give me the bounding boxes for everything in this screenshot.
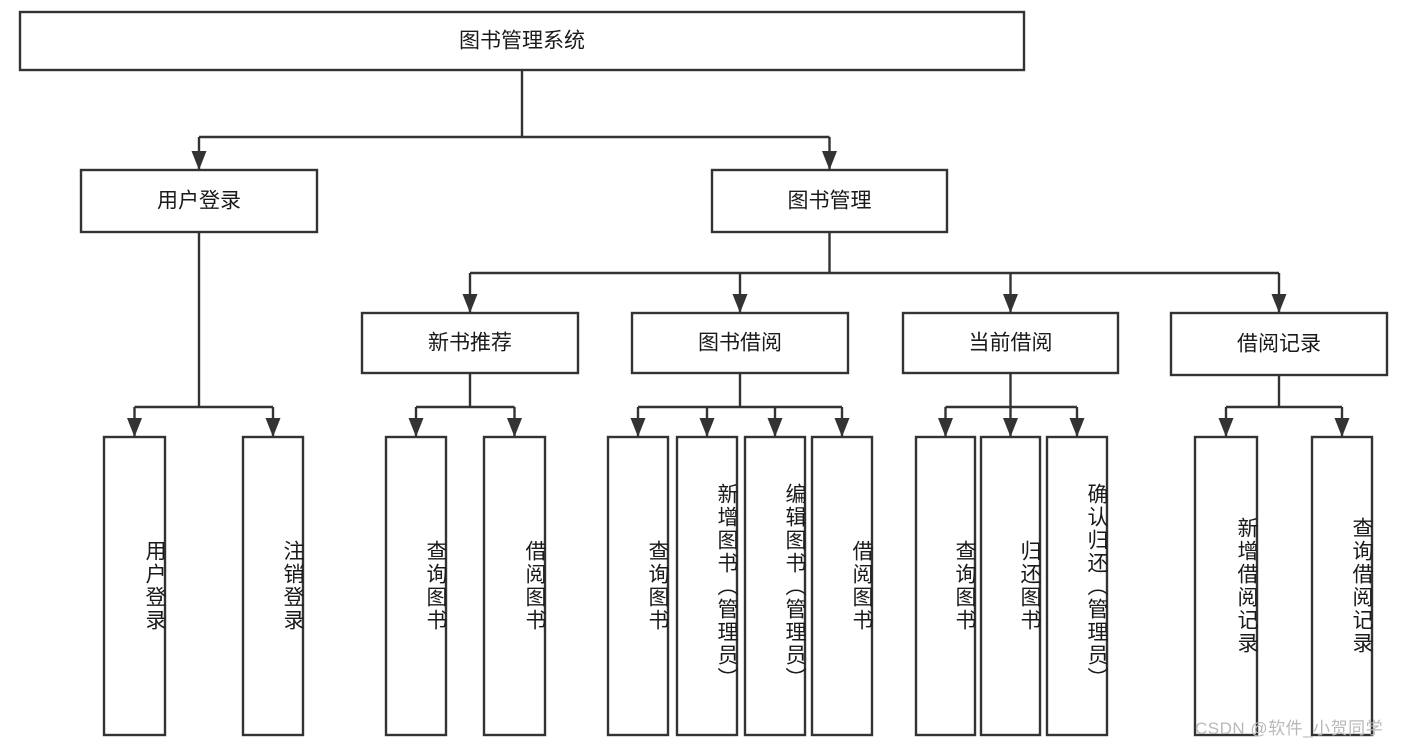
arrow-head-borrow-record bbox=[1271, 294, 1287, 313]
node-box-book-borrow[interactable] bbox=[630, 311, 850, 375]
node-box-leaf-query-book-recommend[interactable] bbox=[384, 435, 448, 737]
node-box-leaf-borrow-book[interactable] bbox=[810, 435, 874, 737]
node-box-leaf-add-borrow-record[interactable] bbox=[1193, 435, 1259, 737]
node-box-leaf-confirm-return-admin[interactable] bbox=[1045, 435, 1109, 737]
node-book-management[interactable]: 图书管理 bbox=[710, 168, 949, 234]
node-box-leaf-query-borrow-record[interactable] bbox=[1310, 435, 1374, 737]
node-book-borrow[interactable]: 图书借阅 bbox=[630, 311, 850, 375]
arrow-head-leaf-edit-book-admin bbox=[767, 418, 783, 437]
arrow-head-book-management bbox=[822, 151, 837, 170]
arrow-head-leaf-query-borrow-record bbox=[1334, 418, 1350, 437]
arrow-head-leaf-query-book-current bbox=[938, 418, 953, 437]
node-leaf-query-book-current[interactable] bbox=[914, 435, 977, 737]
node-label-book-management: 图书管理 bbox=[788, 190, 872, 213]
node-leaf-return-book[interactable] bbox=[979, 435, 1042, 737]
arrow-head-leaf-query-book-recommend bbox=[408, 418, 424, 437]
node-new-book-recommend[interactable]: 新书推荐 bbox=[360, 311, 580, 375]
arrow-head-leaf-return-book bbox=[1003, 418, 1018, 437]
node-user-login[interactable]: 用户登录 bbox=[79, 168, 319, 234]
node-leaf-user-login[interactable] bbox=[102, 435, 167, 737]
arrow-head-leaf-user-login bbox=[127, 418, 142, 437]
node-borrow-record[interactable]: 借阅记录 bbox=[1169, 311, 1389, 377]
arrow-head-leaf-confirm-return-admin bbox=[1069, 418, 1085, 437]
node-box-root[interactable] bbox=[18, 10, 1026, 72]
node-box-leaf-logout-login[interactable] bbox=[241, 435, 305, 737]
node-current-borrow[interactable]: 当前借阅 bbox=[901, 311, 1120, 375]
node-leaf-borrow-book-recommend[interactable] bbox=[482, 435, 547, 737]
node-leaf-confirm-return-admin[interactable] bbox=[1045, 435, 1109, 737]
node-label-borrow-record: 借阅记录 bbox=[1237, 333, 1321, 356]
node-leaf-query-borrow-record[interactable] bbox=[1310, 435, 1374, 737]
node-box-leaf-user-login[interactable] bbox=[102, 435, 167, 737]
node-box-leaf-query-book-borrow[interactable] bbox=[606, 435, 670, 737]
node-leaf-borrow-book[interactable] bbox=[810, 435, 874, 737]
node-label-user-login: 用户登录 bbox=[157, 190, 241, 213]
node-box-new-book-recommend[interactable] bbox=[360, 311, 580, 375]
node-box-leaf-add-book-admin[interactable] bbox=[675, 435, 739, 737]
arrow-head-current-borrow bbox=[1003, 294, 1018, 313]
node-leaf-logout-login[interactable] bbox=[241, 435, 305, 737]
node-leaf-query-book-recommend[interactable] bbox=[384, 435, 448, 737]
node-label-current-borrow: 当前借阅 bbox=[969, 332, 1053, 355]
arrow-head-leaf-borrow-book bbox=[834, 418, 850, 437]
node-box-leaf-query-book-current[interactable] bbox=[914, 435, 977, 737]
node-box-book-management[interactable] bbox=[710, 168, 949, 234]
node-label-book-borrow: 图书借阅 bbox=[698, 332, 782, 355]
node-label-root: 图书管理系统 bbox=[459, 30, 585, 53]
node-box-leaf-edit-book-admin[interactable] bbox=[743, 435, 807, 737]
node-box-current-borrow[interactable] bbox=[901, 311, 1120, 375]
node-box-user-login[interactable] bbox=[79, 168, 319, 234]
node-box-leaf-borrow-book-recommend[interactable] bbox=[482, 435, 547, 737]
arrow-head-leaf-logout-login bbox=[265, 418, 281, 437]
arrow-head-leaf-query-book-borrow bbox=[630, 418, 646, 437]
node-leaf-add-borrow-record[interactable] bbox=[1193, 435, 1259, 737]
node-box-borrow-record[interactable] bbox=[1169, 311, 1389, 377]
arrow-head-leaf-add-borrow-record bbox=[1218, 418, 1234, 437]
node-label-new-book-recommend: 新书推荐 bbox=[428, 332, 512, 355]
csdn-watermark: CSDN @软件_小贺同学 bbox=[1195, 719, 1384, 738]
connector-layer bbox=[127, 70, 1350, 437]
arrow-head-new-book-recommend bbox=[462, 294, 478, 313]
node-box-leaf-return-book[interactable] bbox=[979, 435, 1042, 737]
arrow-head-leaf-add-book-admin bbox=[699, 418, 715, 437]
arrow-head-leaf-borrow-book-recommend bbox=[507, 418, 522, 437]
node-leaf-edit-book-admin[interactable] bbox=[743, 435, 807, 737]
node-leaf-query-book-borrow[interactable] bbox=[606, 435, 670, 737]
node-root[interactable]: 图书管理系统 bbox=[18, 10, 1026, 72]
arrow-head-user-login bbox=[191, 151, 207, 170]
node-leaf-add-book-admin[interactable] bbox=[675, 435, 739, 737]
arrow-head-book-borrow bbox=[732, 294, 748, 313]
